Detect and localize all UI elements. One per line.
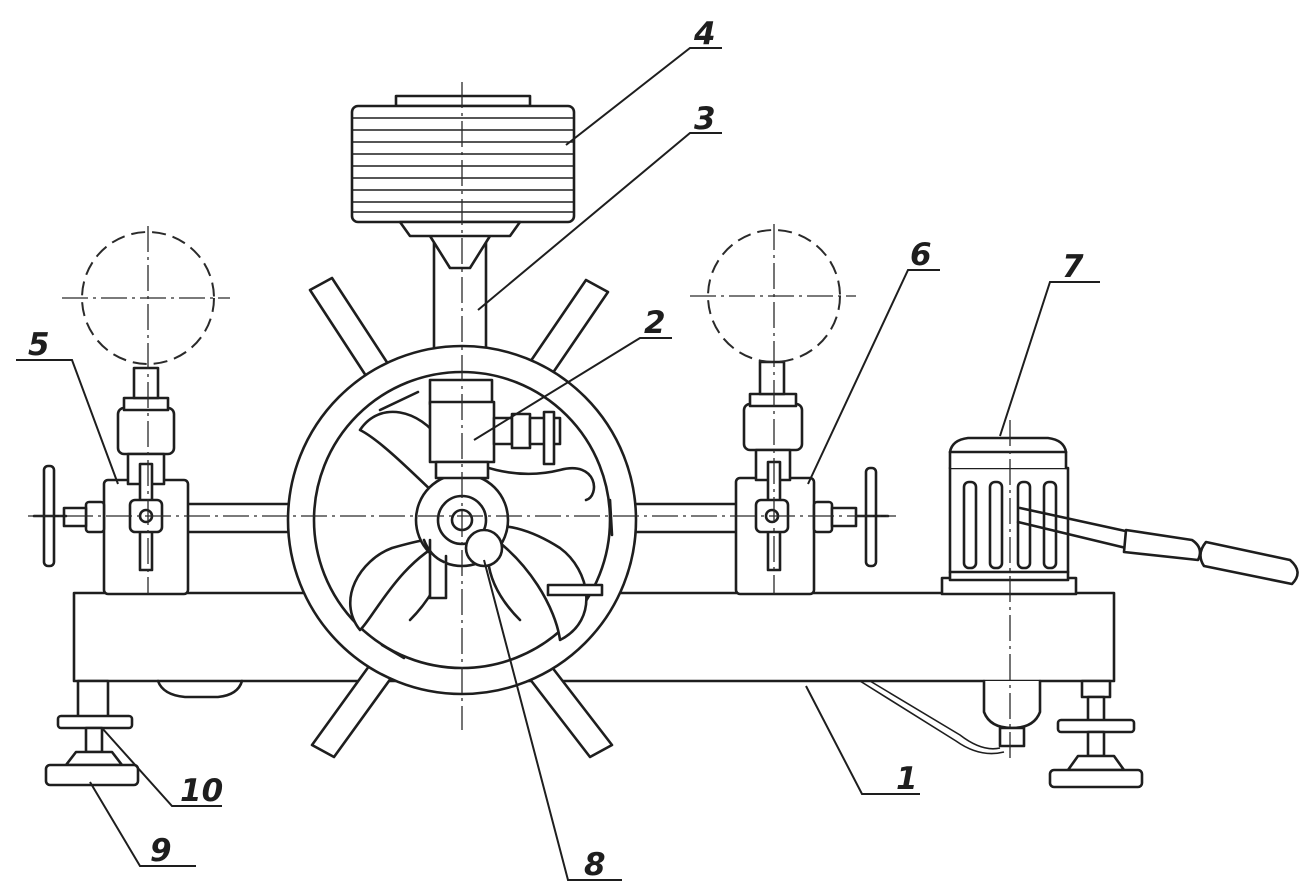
callout-1: 1: [896, 761, 918, 797]
press-cylinder: [428, 378, 562, 480]
callout-5: 5: [28, 327, 50, 363]
left-valve-stand: [32, 366, 190, 596]
vertical-rod: [428, 226, 492, 358]
gear-pump: [422, 528, 604, 600]
right-valve-stand: [734, 360, 890, 596]
electric-motor: [859, 436, 1078, 755]
callout-3: 3: [694, 101, 716, 137]
callout-2: 2: [644, 305, 666, 341]
callout-4: 4: [693, 16, 716, 52]
rotating-spoke-arms: [308, 276, 614, 759]
callout-9: 9: [150, 833, 172, 869]
underside-pulley: [156, 679, 244, 699]
callout-6: 6: [910, 237, 932, 273]
weight-stack: [350, 94, 576, 238]
motor-cable: [1016, 506, 1299, 586]
leader-lines: [16, 47, 1100, 881]
right-leveling-foot: [1048, 679, 1144, 789]
callout-10: 10: [180, 773, 223, 809]
callout-8: 8: [584, 847, 606, 883]
callout-labels: 4 3 2 5 6 7 1 8 10 9: [28, 16, 1084, 883]
left-leveling-foot: [44, 679, 140, 787]
callout-7: 7: [1062, 249, 1084, 285]
center-lines: [28, 82, 1011, 760]
pressure-gauge-left: [81, 231, 215, 365]
